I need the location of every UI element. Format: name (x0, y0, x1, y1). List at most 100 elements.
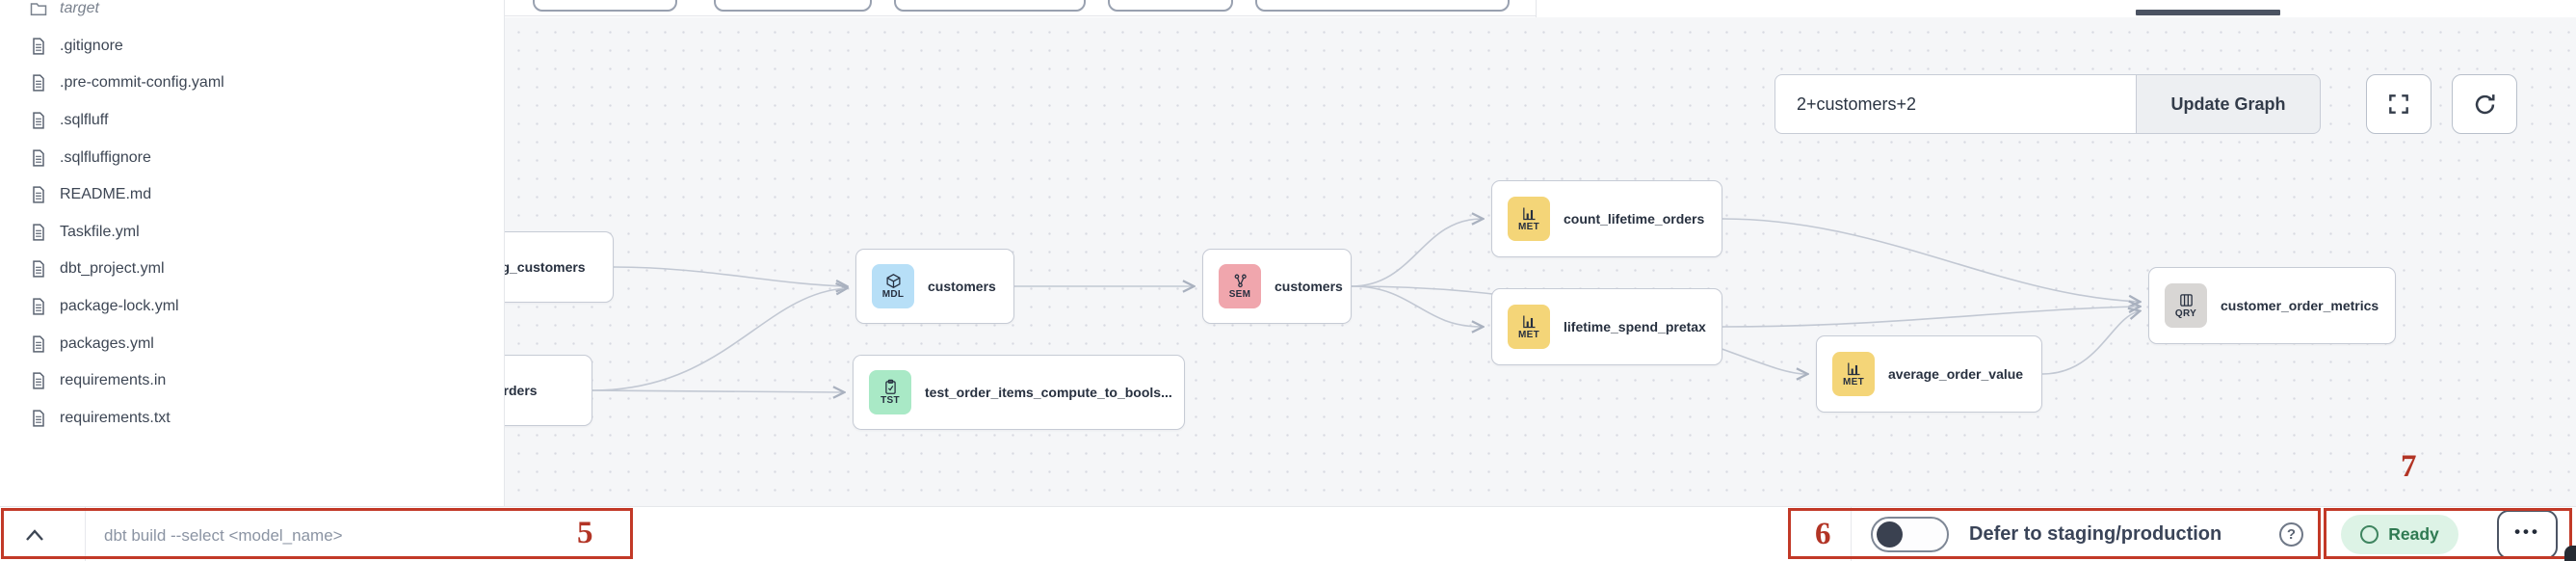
defer-toggle-switch[interactable] (1871, 517, 1949, 552)
edge-orders-customers_model (591, 288, 846, 391)
file-icon (33, 38, 44, 55)
node-type-badge-met: MET (1508, 305, 1550, 349)
lineage-node-customers_semantic[interactable]: SEM customers (1202, 249, 1352, 324)
test-clipboard-icon (884, 379, 896, 394)
file-icon (33, 74, 44, 93)
file-item-packages-yml[interactable]: packages.yml (0, 325, 504, 362)
lineage-node-orders[interactable]: orders (504, 355, 592, 426)
lineage-node-lifetime_spend_pretax[interactable]: MET lifetime_spend_pretax (1491, 288, 1722, 365)
node-label: orders (504, 383, 538, 398)
file-name: Taskfile.yml (60, 223, 140, 240)
lineage-node-test_order_items[interactable]: TST test_order_items_compute_to_bools... (853, 355, 1185, 430)
dbt-command-input[interactable] (102, 507, 626, 561)
file-icon (33, 112, 44, 129)
file-item-package-lock-yml[interactable]: package-lock.yml (0, 288, 504, 326)
file-icon (33, 410, 44, 427)
fullscreen-button[interactable] (2366, 74, 2431, 134)
file-name: target (60, 0, 99, 17)
command-bar: Defer to staging/production ? Ready ••• (0, 506, 2576, 561)
node-type-badge-tst: TST (869, 370, 911, 414)
model-cube-icon (885, 274, 901, 288)
active-tab-underline (2136, 10, 2280, 15)
file-item--sqlfluff[interactable]: .sqlfluff (0, 102, 504, 140)
badge-label: SEM (1228, 289, 1251, 300)
edge-customers_semantic-count_lifetime_orders (1351, 219, 1482, 287)
file-item-README-md[interactable]: README.md (0, 176, 504, 214)
lineage-node-count_lifetime_orders[interactable]: MET count_lifetime_orders (1491, 180, 1722, 257)
toolbar-button-cutoff-3[interactable] (894, 0, 1086, 12)
status-ring-icon (2360, 525, 2379, 544)
bar-separator (1851, 507, 1852, 561)
node-type-badge-qry: QRY (2165, 283, 2207, 328)
file-item--sqlfluffignore[interactable]: .sqlfluffignore (0, 139, 504, 176)
file-name: dbt_project.yml (60, 260, 165, 278)
file-item-dbt-project-yml[interactable]: dbt_project.yml (0, 251, 504, 288)
file-name: package-lock.yml (60, 298, 179, 315)
file-item-Taskfile-yml[interactable]: Taskfile.yml (0, 214, 504, 252)
toggle-knob (1877, 521, 1903, 548)
file-icon (33, 149, 44, 167)
file-name: requirements.txt (60, 409, 171, 426)
badge-label: MDL (881, 289, 905, 300)
file-icon (33, 186, 44, 203)
semantic-model-icon (1234, 274, 1247, 288)
node-type-badge-met: MET (1832, 352, 1875, 396)
node-label: test_order_items_compute_to_bools... (925, 385, 1172, 400)
node-label: count_lifetime_orders (1564, 211, 1705, 227)
edge-count_lifetime_orders-customer_order_metrics (1722, 218, 2139, 302)
edge-orders-test_order_items (591, 390, 843, 392)
metric-chart-icon (1522, 207, 1536, 221)
toolbar-button-cutoff-5[interactable] (1255, 0, 1510, 12)
toolbar-button-cutoff-2[interactable] (714, 0, 872, 12)
help-icon[interactable]: ? (2279, 522, 2303, 547)
file-explorer-panel: target .gitignore .pre-commit-config.yaml.… (0, 0, 505, 506)
badge-label: QRY (2174, 308, 2197, 319)
file-icon (33, 260, 44, 279)
node-label: stg_customers (504, 259, 586, 275)
file-item-requirements-txt[interactable]: requirements.txt (0, 400, 504, 438)
node-label: customer_order_metrics (2221, 298, 2379, 313)
file-icon (33, 224, 44, 241)
refresh-button[interactable] (2452, 74, 2517, 134)
node-type-badge-met: MET (1508, 197, 1550, 241)
file-item-target[interactable]: target (0, 0, 504, 28)
file-name: .sqlfluffignore (60, 148, 151, 166)
file-tree: target .gitignore .pre-commit-config.yaml.… (0, 0, 504, 437)
file-name: .pre-commit-config.yaml (60, 74, 224, 92)
folder-icon (30, 3, 47, 16)
more-options-button[interactable]: ••• (2497, 510, 2558, 559)
status-badge[interactable]: Ready (2341, 515, 2458, 554)
graph-selector-input[interactable] (1774, 74, 2136, 134)
file-name: .gitignore (60, 37, 123, 54)
file-icon (33, 372, 44, 389)
node-type-badge-sem: SEM (1219, 264, 1261, 308)
toolbar-button-cutoff-4[interactable] (1108, 0, 1233, 12)
badge-label: TST (881, 395, 900, 406)
file-item--pre-commit-config-yaml[interactable]: .pre-commit-config.yaml (0, 65, 504, 102)
refresh-icon (2475, 94, 2495, 114)
chevron-up-icon (26, 529, 43, 541)
file-name: packages.yml (60, 334, 154, 352)
bar-separator (85, 507, 86, 561)
metric-chart-icon (1847, 362, 1860, 376)
lineage-node-customer_order_metrics[interactable]: QRY customer_order_metrics (2148, 267, 2396, 344)
file-name: README.md (60, 186, 152, 203)
collapse-panel-button[interactable] (13, 521, 56, 549)
file-item--gitignore[interactable]: .gitignore (0, 28, 504, 66)
node-label: customers (1275, 279, 1343, 294)
edge-customers_semantic-lifetime_spend_pretax (1351, 285, 1482, 327)
update-graph-button[interactable]: Update Graph (2136, 74, 2321, 134)
lineage-canvas[interactable]: stg_customersordersMDLcustomersTSTtest_o… (504, 17, 2576, 561)
file-item-requirements-in[interactable]: requirements.in (0, 362, 504, 400)
edge-stg_customers-customers_model (613, 266, 846, 286)
lineage-node-stg_customers[interactable]: stg_customers (504, 231, 614, 303)
badge-label: MET (1517, 222, 1539, 232)
fullscreen-icon (2389, 94, 2408, 114)
node-label: lifetime_spend_pretax (1564, 319, 1706, 334)
toolbar-button-cutoff-1[interactable] (533, 0, 677, 12)
status-label: Ready (2388, 524, 2439, 544)
badge-label: MET (1842, 377, 1864, 387)
